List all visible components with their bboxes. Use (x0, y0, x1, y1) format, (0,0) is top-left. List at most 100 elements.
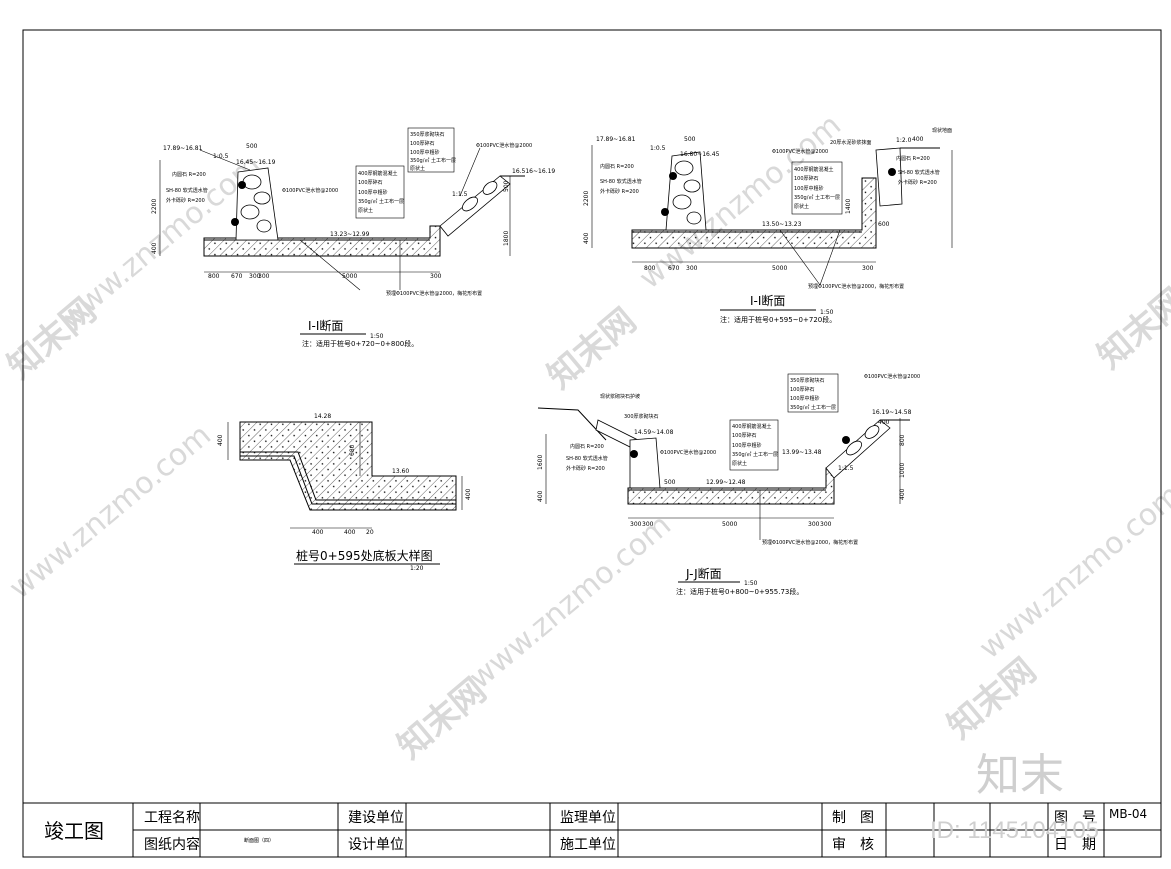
layer-table (787, 373, 839, 413)
section-4: 现状浆砌块石护坡 300厚浆砌块石 14.59~14.08 内圆石 R=200 … (537, 373, 920, 596)
rock (482, 181, 498, 195)
dim-label: 300 (820, 521, 832, 528)
fig-no-value: MB-04 (1109, 807, 1147, 821)
drain-pipe (842, 436, 850, 444)
existing-slope (537, 407, 607, 441)
dim-label: 400 (912, 136, 924, 143)
dim-label: 5000 (772, 265, 787, 272)
check-label: 审 核 (832, 837, 874, 853)
dim-label: 1600 (537, 455, 544, 470)
drain-label: SH-80 软式透水管 (166, 187, 208, 194)
supervisor-label: 监理单位 (560, 810, 616, 826)
rock (253, 191, 271, 205)
layer: 原状土 (732, 460, 747, 467)
rock (686, 211, 702, 225)
pvc-label: Φ100PVC泄水管@2000 (282, 187, 338, 194)
top-right-label: 现状地面 (932, 127, 952, 134)
layer: 100厚中粗砂 (410, 149, 440, 156)
leader (459, 147, 481, 197)
dim-label: 500 (246, 143, 258, 150)
bottom-note: 预埋Φ100PVC泄水管@2000，梅花形布置 (386, 290, 482, 297)
rock (256, 219, 272, 233)
section-note: 注：适用于桩号0+800~0+955.73段。 (676, 587, 803, 596)
slope-label: 1:0.5 (650, 145, 666, 152)
leader (779, 229, 821, 286)
rock (845, 440, 863, 456)
watermark-brand: 知末网 (1090, 281, 1171, 377)
level-label: 12.99~12.48 (706, 479, 746, 486)
dim-label: 400 (583, 232, 590, 244)
level-label: 17.89~16.81 (596, 136, 636, 143)
section-note: 注：适用于桩号0+720~0+800段。 (302, 339, 418, 348)
layer-table (791, 161, 843, 215)
section-title: J-J断面 (685, 566, 722, 581)
dim-label: 300 (686, 265, 698, 272)
id-watermark: ID: 1145104105 (930, 817, 1099, 844)
inner-stone-label: 内圆石 R=200 (172, 171, 206, 178)
corner-logo: 知末 (976, 750, 1064, 801)
layer: 400厚钢筋混凝土 (358, 170, 398, 177)
design-label: 设计单位 (348, 837, 404, 853)
top-right-label: 20厚水泥砂浆抹面 (830, 139, 871, 146)
dim-label: 680 (349, 444, 356, 456)
layer: 100厚碎石 (732, 432, 757, 439)
dim-label: 1000 (899, 463, 906, 478)
dim-label: 2200 (151, 199, 158, 214)
slope-label: 现状浆砌块石护坡 (600, 393, 640, 400)
layer: 100厚中粗砂 (790, 395, 820, 402)
fig-no-label: 图 号 (1054, 810, 1096, 826)
layer: 350g/㎡ 土工布一层 (358, 198, 404, 205)
bottom-note: 预埋Φ100PVC泄水管@2000，梅花形布置 (762, 539, 858, 546)
level-label: 13.60 (392, 468, 409, 475)
outer-sand-label: 外卡砾砂 R=200 (166, 197, 205, 204)
level-label: 17.89~16.81 (163, 145, 203, 152)
drain-pipe (661, 208, 669, 216)
slope-label: 1:1.5 (838, 465, 854, 472)
section-3-detail: 14.28 13.60 400 680 400 400 400 20 桩号0+5… (217, 413, 472, 572)
dim-label: 300 (642, 521, 654, 528)
drain-label: SH-80 软式透水管 (566, 455, 608, 462)
pvc-label: Φ100PVC泄水管@2000 (864, 373, 920, 380)
pvc-label: Φ100PVC泄水管@2000 (772, 148, 828, 155)
dim-label: 300 (258, 273, 270, 280)
pvc-label: Φ100PVC泄水管@2000 (660, 449, 716, 456)
slab-edge (240, 455, 456, 505)
slab (631, 177, 877, 249)
dim-label: 300 (808, 521, 820, 528)
layer: 原状土 (358, 207, 373, 214)
rock-cap (875, 147, 903, 207)
drawn-label: 制 图 (832, 810, 874, 826)
rock (242, 174, 262, 190)
inner-stone-label: 内圆石 R=200 (570, 443, 604, 450)
dim-label: 5000 (342, 273, 357, 280)
layer-table (729, 419, 779, 471)
dim-label: 400 (151, 242, 158, 254)
outer-sand-label: 外卡砾砂 R=200 (566, 465, 605, 472)
dim-label: 500 (664, 479, 676, 486)
dim-label: 300 (430, 273, 442, 280)
title-block: 竣工图 工程名称 图纸内容 断面图（四） 建设单位 设计单位 监理单位 施工单位… (22, 802, 1162, 858)
date-label: 日 期 (1054, 837, 1096, 853)
scale-label: 1:50 (370, 333, 384, 340)
dim-label: 400 (537, 490, 544, 502)
dim-label: 20 (366, 529, 374, 536)
dim-label: 670 (668, 265, 680, 272)
outer-sand-label: 外卡砾砂 R=200 (600, 188, 639, 195)
outer-sand-label: 外卡砾砂 R=200 (898, 179, 937, 186)
as-built-stamp: 竣工图 (44, 819, 104, 843)
layer: 350厚浆砌块石 (410, 131, 445, 138)
level-label: 16.19~14.58 (872, 409, 912, 416)
slab-edge (240, 451, 456, 501)
watermark-url: www.znzmo.com (633, 108, 848, 297)
drain-pipe (231, 218, 239, 226)
section-note: 注：适用于桩号0+595~0+720段。 (720, 315, 836, 324)
section-title: I-I断面 (308, 318, 343, 333)
scale-label: 1:20 (410, 565, 424, 572)
dim-label: 500 (503, 180, 510, 192)
layer: 原状土 (410, 165, 425, 172)
level-label: 13.50~13.23 (762, 221, 802, 228)
leader (819, 229, 841, 286)
layer: 350厚浆砌块石 (790, 377, 825, 384)
section-2: 17.89~16.81 1:0.5 16.80~16.45 500 内圆石 R=… (583, 127, 953, 324)
dim-label: 300 (862, 265, 874, 272)
